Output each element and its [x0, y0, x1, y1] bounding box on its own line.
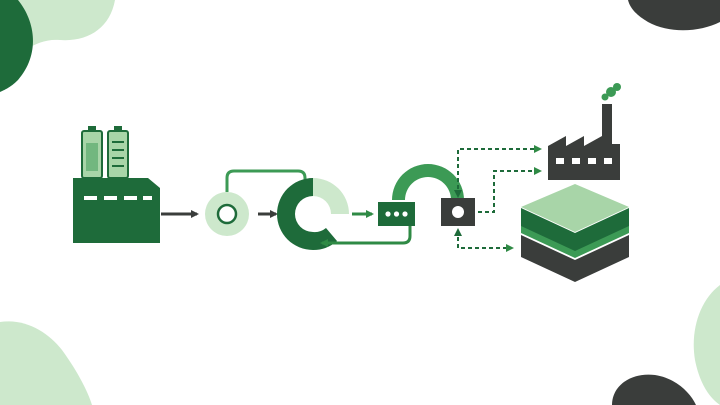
ring-loop-line	[225, 169, 307, 192]
chimney-icon	[602, 104, 612, 144]
top-left-blob	[0, 0, 115, 72]
arrow-left-icon	[320, 216, 412, 247]
factory-icon	[548, 136, 620, 180]
process-arch	[392, 164, 464, 200]
intake-ring	[205, 192, 249, 236]
factory-icon	[73, 178, 160, 243]
battery-cell-icon	[107, 126, 129, 179]
battery-cell-icon	[81, 126, 103, 179]
bottom-right-dark-blob	[612, 374, 696, 405]
industrial-plant	[548, 83, 621, 180]
dashed-link-top	[454, 145, 542, 198]
dashed-connectors	[454, 145, 542, 252]
top-right-blob	[628, 0, 720, 31]
bottom-right-light-blob	[693, 285, 720, 405]
layers-icon	[521, 184, 629, 282]
smoke-icon	[606, 87, 616, 97]
bottom-left-blob	[0, 321, 92, 405]
top-left-dark-blob	[0, 0, 34, 92]
battery-factory	[73, 126, 160, 243]
control-box	[378, 202, 415, 226]
dashed-link-bottom	[454, 228, 514, 252]
output-box	[441, 198, 475, 226]
dashed-link-mid	[478, 167, 542, 213]
recycling-wheel	[277, 178, 349, 251]
